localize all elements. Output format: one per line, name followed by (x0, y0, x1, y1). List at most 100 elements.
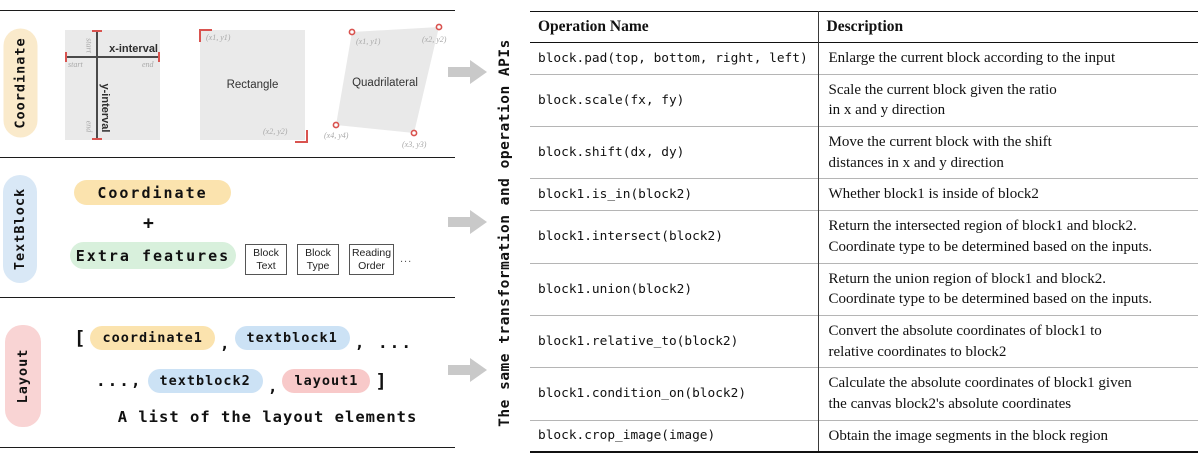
feature-box-block-type: Block Type (297, 244, 339, 275)
divider-bottom (0, 447, 455, 448)
quad-corner-dot-tr (435, 23, 443, 31)
table-row: block.scale(fx, fy) Scale the current bl… (530, 74, 1198, 127)
desc-line: Enlarge the current block according to t… (828, 50, 1116, 66)
y-start-tick (92, 30, 102, 32)
textblock-section-label: TextBlock (3, 175, 37, 283)
desc-line: Return the intersected region of block1 … (828, 218, 1137, 235)
layout-section-label-text: Layout (15, 348, 31, 404)
quad-corner-label-br: (x3, y3) (402, 140, 427, 149)
layout-list-line-1: [ coordinate1 , textblock1 , ... (74, 322, 413, 353)
y-end-tick (92, 138, 102, 140)
desc-line: Move the current block with the shift (828, 134, 1052, 151)
coordinate-pill: Coordinate (74, 180, 231, 205)
desc-line: the canvas block2's absolute coordinates (828, 395, 1072, 412)
arrow-icon (448, 358, 487, 382)
desc-cell: Move the current block with the shift di… (817, 126, 1198, 179)
rectangle-corner-mark-tl (199, 29, 212, 42)
desc-line: Coordinate type to be determined based o… (828, 238, 1153, 255)
op-cell: block1.is_in(block2) (538, 187, 693, 203)
arrow-icon (448, 210, 487, 234)
desc-cell: Obtain the image segments in the block r… (817, 420, 1198, 453)
quad-corner-label-tl: (x1, y1) (356, 37, 381, 46)
quadrilateral-title: Quadrilateral (352, 77, 418, 89)
op-cell: block1.intersect(block2) (538, 229, 723, 245)
rectangle-corner-mark-br (295, 130, 308, 143)
interval-diagram-box (65, 30, 160, 140)
trailing-ellipsis: , ... (354, 333, 413, 352)
layout1-token: layout1 (282, 368, 371, 393)
y-interval-label: y-interval (99, 83, 111, 133)
desc-cell: Whether block1 is inside of block2 (817, 178, 1198, 211)
rectangle-diagram-box: Rectangle (200, 30, 305, 140)
open-bracket: [ (74, 326, 86, 349)
y-end-label: end (84, 120, 94, 133)
quad-corner-dot-bl (332, 121, 340, 129)
textblock2-token: textblock2 (147, 368, 263, 393)
desc-cell: Return the union region of block1 and bl… (817, 263, 1198, 316)
table-row: block1.relative_to(block2) Convert the a… (530, 315, 1198, 368)
feature-box-line: Reading (351, 247, 392, 260)
op-cell: block1.relative_to(block2) (538, 334, 739, 350)
layout-caption: A list of the layout elements (117, 408, 418, 426)
desc-line: Scale the current block given the ratio (828, 81, 1057, 98)
middle-rotated-caption: The same transformation and operation AP… (497, 39, 513, 427)
quad-corner-dot-tl (348, 28, 356, 36)
comma: , (219, 334, 230, 353)
table-row: block1.union(block2) Return the union re… (530, 263, 1198, 316)
textblock-section-label-text: TextBlock (12, 187, 28, 271)
feature-box-block-text: Block Text (245, 244, 287, 275)
x-start-label: start (68, 60, 83, 69)
table-header-row: Operation Name Description (530, 11, 1198, 43)
textblock1-token: textblock1 (234, 325, 350, 350)
desc-cell: Convert the absolute coordinates of bloc… (817, 315, 1198, 368)
feature-box-line: Text (256, 259, 276, 272)
table-row: block.shift(dx, dy) Move the current blo… (530, 126, 1198, 179)
y-start-label: start (84, 38, 94, 53)
desc-line: Calculate the absolute coordinates of bl… (828, 375, 1132, 392)
quad-corner-label-bl: (x4, y4) (324, 131, 349, 140)
desc-cell: Enlarge the current block according to t… (817, 42, 1198, 75)
x-interval-line (66, 56, 159, 58)
desc-line: Convert the absolute coordinates of bloc… (828, 322, 1102, 339)
description-header: Description (817, 11, 1198, 43)
rectangle-title: Rectangle (226, 79, 279, 91)
operations-table: Operation Name Description block.pad(top… (530, 11, 1198, 453)
coordinate-section-label: Coordinate (3, 28, 38, 138)
rectangle-corner-label-tl: (x1, y1) (206, 33, 231, 42)
quadrilateral-diagram: (x1, y1) (x2, y2) (x4, y4) (x3, y3) Quad… (324, 23, 447, 149)
arrow-icon (448, 60, 487, 84)
comma: , (267, 377, 278, 396)
op-cell: block1.union(block2) (538, 281, 693, 297)
feature-box-line: Order (358, 259, 385, 272)
desc-line: Whether block1 is inside of block2 (828, 186, 1039, 203)
divider-coordinate-textblock (0, 157, 455, 158)
op-cell: block1.condition_on(block2) (538, 386, 747, 402)
op-cell: block.pad(top, bottom, right, left) (538, 50, 808, 66)
extra-features-pill: Extra features (70, 242, 236, 269)
table-row: block1.condition_on(block2) Calculate th… (530, 367, 1198, 421)
quad-corner-dot-br (410, 129, 418, 137)
feature-ellipsis: ... (400, 253, 413, 265)
x-end-tick (158, 52, 160, 62)
table-row: block1.intersect(block2) Return the inte… (530, 210, 1198, 263)
op-cell: block.scale(fx, fy) (538, 92, 685, 108)
desc-line: in x and y direction (828, 102, 946, 119)
feature-box-line: Block (253, 247, 279, 260)
close-bracket: ] (375, 369, 387, 392)
desc-line: Obtain the image segments in the block r… (828, 427, 1109, 444)
desc-line: Coordinate type to be determined based o… (828, 291, 1153, 308)
desc-line: distances in x and y direction (828, 154, 1004, 171)
desc-line: relative coordinates to block2 (828, 343, 1007, 360)
table-row: block.pad(top, bottom, right, left) Enla… (530, 42, 1198, 75)
operation-name-header: Operation Name (538, 18, 649, 35)
layout-section-label: Layout (5, 325, 41, 427)
y-interval-line (96, 31, 98, 139)
x-start-tick (65, 52, 67, 62)
divider-top (0, 10, 455, 11)
op-cell: block.shift(dx, dy) (538, 145, 685, 161)
rectangle-corner-label-br: (x2, y2) (263, 127, 288, 136)
table-row: block.crop_image(image) Obtain the image… (530, 420, 1198, 453)
leading-ellipsis: ..., (96, 371, 143, 390)
desc-line: Return the union region of block1 and bl… (828, 270, 1106, 287)
